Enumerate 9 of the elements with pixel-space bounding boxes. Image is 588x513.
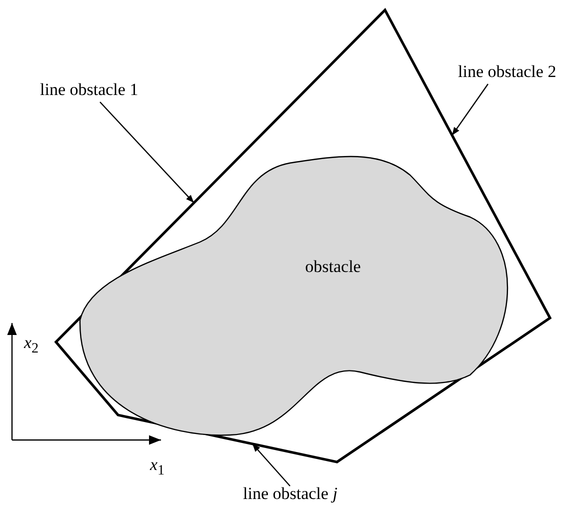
axis-label: x$_{1}$ <box>150 455 165 480</box>
leader-line <box>100 102 194 204</box>
obstacle-label: obstacle <box>305 257 361 277</box>
leader-line <box>452 84 488 136</box>
callout-label: line obstacle 2 <box>458 62 556 82</box>
callout-label: line obstacle j <box>243 484 338 504</box>
axis-label: x$_{2}$ <box>24 333 39 358</box>
leader-line <box>252 443 290 486</box>
callout-label: line obstacle 1 <box>40 80 138 100</box>
